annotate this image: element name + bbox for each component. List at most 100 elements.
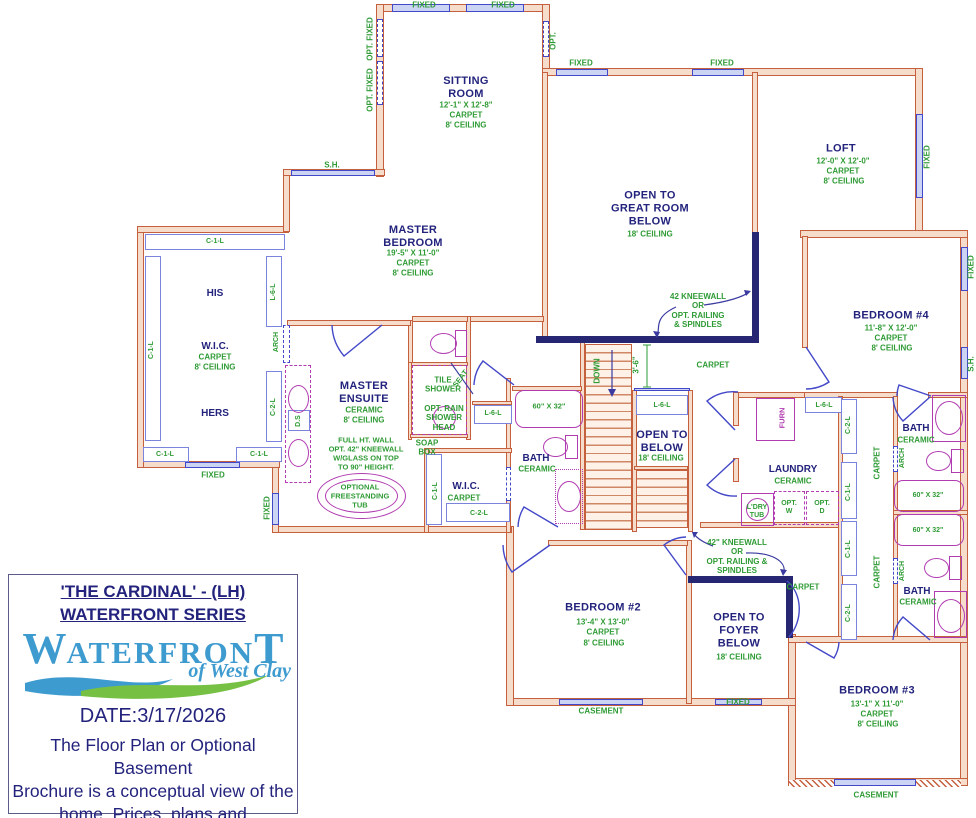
label-labels-fixed: FIXED <box>922 145 932 169</box>
window-fixed <box>392 4 450 12</box>
logo-letter: T <box>254 624 284 673</box>
label-rooms-master_bedroom-floor: CARPET <box>396 258 430 268</box>
wall-segment <box>408 362 412 440</box>
label-labels-carpet: CARPET <box>872 555 882 589</box>
label-labels-fixed: FIXED <box>491 0 515 10</box>
label-rooms-loft-ceiling: 8' CEILING <box>823 176 865 186</box>
window-fixed <box>715 699 762 705</box>
closet-shelf-box <box>145 256 161 441</box>
window-fixed <box>916 114 923 198</box>
label-labels-arch: ARCH <box>272 331 280 353</box>
sink <box>935 401 963 435</box>
label-labels-c1l: C-1-L <box>844 483 852 501</box>
label-rooms-open_foyer-name: OPEN TO FOYER BELOW <box>713 611 765 650</box>
label-rooms-wic2-floor: CARPET <box>447 493 481 503</box>
closet-shelf-box <box>841 399 857 454</box>
wall-segment <box>283 169 290 232</box>
label-rooms-laundry-name: LAUNDRY <box>768 464 818 476</box>
toilet-bowl <box>543 437 568 457</box>
arch-opening <box>893 446 898 472</box>
label-rooms-master_bedroom-dims: 19'-5" X 11'-0" <box>386 248 440 258</box>
label-rooms-bath_right_top-name: BATH <box>902 423 930 435</box>
label-annotations-optional_tub: OPTIONAL FREESTANDING TUB <box>330 482 390 510</box>
closet-shelf-box <box>266 256 282 327</box>
label-labels-furn: FURN <box>777 407 787 429</box>
logo-word: ATERFRON <box>66 635 255 670</box>
arch-opening <box>506 467 511 501</box>
arch-opening <box>283 325 290 363</box>
wall-segment <box>542 72 548 342</box>
label-rooms-bedroom3-name: BEDROOM #3 <box>839 684 915 697</box>
wall-segment <box>272 526 512 533</box>
wall-segment <box>506 526 514 706</box>
label-labels-l6l: L-6-L <box>653 401 671 409</box>
label-labels-tub6032: 60" X 32" <box>912 526 944 534</box>
wall-segment <box>802 236 808 348</box>
window-optional <box>377 19 383 57</box>
window-fixed <box>692 69 744 76</box>
label-rooms-loft-floor: CARPET <box>826 166 860 176</box>
wall-segment <box>426 448 512 453</box>
logo-letter: W <box>22 624 67 673</box>
label-labels-opt_fixed: OPT. FIXED <box>365 17 375 61</box>
closet-shelf-box <box>145 234 285 250</box>
toilet-bowl <box>430 333 457 354</box>
window-optional <box>377 61 383 105</box>
door-arc <box>805 641 840 659</box>
window-fixed <box>961 247 968 291</box>
label-rooms-master_bedroom-name: MASTER BEDROOM <box>383 224 443 249</box>
window-fixed <box>185 462 240 468</box>
label-rooms-wic_master-ceiling: 8' CEILING <box>194 362 236 372</box>
sink <box>288 439 309 467</box>
label-rooms-bedroom2-dims: 13'-4" X 13'-0" <box>576 617 630 627</box>
label-labels-fixed: FIXED <box>201 470 225 480</box>
wall-segment <box>733 392 739 426</box>
plan-name: 'THE CARDINAL' - (LH) <box>60 582 246 601</box>
label-rooms-sitting_room-floor: CARPET <box>449 110 483 120</box>
title-block: 'THE CARDINAL' - (LH) WATERFRONT SERIES … <box>8 574 298 818</box>
window-fixed <box>272 493 279 525</box>
label-rooms-bath_center-name: BATH <box>522 453 550 465</box>
closet-shelf-box <box>474 405 512 424</box>
window-casement <box>559 699 643 705</box>
label-labels-c2l: C-2-L <box>269 398 277 416</box>
label-rooms-loft-name: LOFT <box>826 142 856 155</box>
wall-segment <box>686 540 692 704</box>
label-labels-carpet: CARPET <box>786 582 820 592</box>
label-rooms-open_great-name: OPEN TO GREAT ROOM BELOW <box>611 189 689 228</box>
wall-segment <box>287 320 411 326</box>
label-labels-opt_fixed: OPT. FIXED <box>365 68 375 112</box>
date-line: DATE:3/17/2026 <box>79 705 227 727</box>
label-labels-casement: CASEMENT <box>853 790 899 800</box>
closet-shelf-box <box>841 521 857 576</box>
label-labels-tub6032: 60" X 32" <box>912 491 944 499</box>
label-annotations-ldry_tub: L'DRY TUB <box>746 503 768 519</box>
label-annotations-tile_shower: TILE SHOWER <box>425 375 461 394</box>
closet-shelf-box <box>236 447 282 462</box>
label-labels-tub6032: 60" X 32" <box>532 401 566 411</box>
label-rooms-master_ensuite-name: MASTER ENSUITE <box>339 380 389 405</box>
sink <box>557 481 581 512</box>
label-labels-arch: ARCH <box>898 560 906 582</box>
label-labels-fixed: FIXED <box>569 58 593 68</box>
label-rooms-bath_right_bottom-floor: CERAMIC <box>899 597 937 607</box>
label-rooms-laundry-floor: CERAMIC <box>774 476 812 486</box>
tile-shower-pan <box>412 365 467 435</box>
logo-tagline: of West Clay <box>188 660 291 682</box>
toilet-tank <box>949 556 962 580</box>
wall-segment <box>634 466 688 470</box>
closet-shelf-box <box>636 395 688 415</box>
label-labels-c2l: C-2-L <box>844 416 852 434</box>
bathtub <box>894 514 964 546</box>
window-casement <box>834 779 916 786</box>
label-labels-down: DOWN <box>592 358 602 384</box>
wall-segment <box>408 320 413 368</box>
label-annotations-kneewall_bottom: 42" KNEEWALL OR OPT. RAILING & SPINDLES <box>706 538 768 576</box>
sink <box>937 599 965 633</box>
vanity-counter <box>285 365 311 483</box>
wall-segment <box>800 230 968 238</box>
roof-hatch <box>789 780 834 787</box>
door-arc <box>517 506 559 528</box>
wall-segment <box>472 401 512 405</box>
label-labels-sh: S.H. <box>324 160 340 170</box>
